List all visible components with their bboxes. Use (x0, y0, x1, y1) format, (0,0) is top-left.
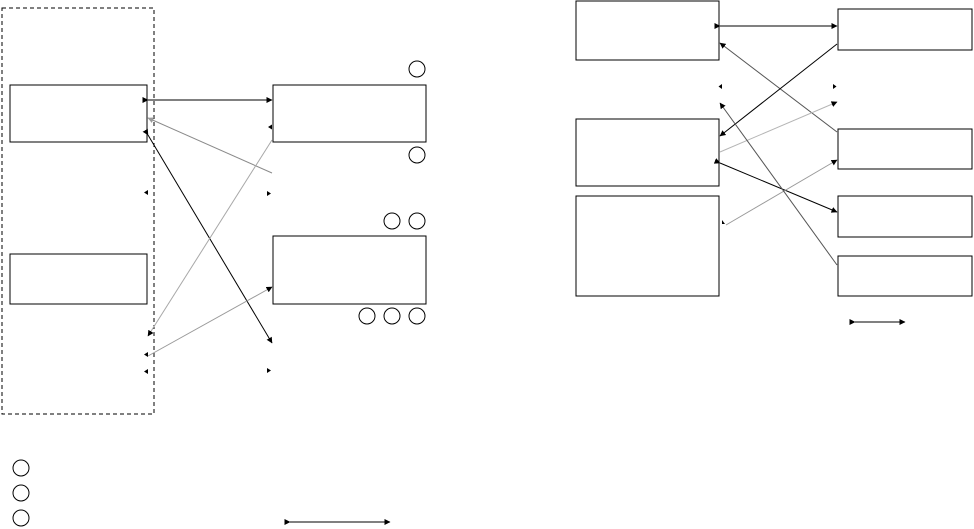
port-marker (718, 84, 722, 89)
marker-circle (383, 307, 401, 325)
connector-arrow (713, 158, 838, 213)
upper-mid-box (272, 84, 427, 143)
connector-arrow (719, 102, 838, 266)
legend-circle (12, 484, 30, 502)
right-mid-left-box (575, 118, 720, 187)
marker-circle (408, 307, 426, 325)
connector-arrow (719, 43, 838, 137)
lower-left-box (9, 253, 148, 305)
marker-circle (408, 212, 426, 230)
port-marker (144, 190, 148, 195)
right-third-right-box (837, 195, 973, 238)
port-marker (722, 220, 725, 224)
right-top-right-box (837, 8, 973, 51)
connector-arrow (719, 42, 838, 133)
dashed-group-frame (1, 7, 155, 415)
connector-arrow (147, 117, 273, 174)
right-fourth-right-box (837, 255, 973, 297)
connector-arrow (725, 159, 838, 226)
port-marker (833, 84, 837, 89)
marker-circle (358, 307, 376, 325)
connector-arrow (719, 101, 838, 153)
right-second-right-box (837, 128, 973, 170)
connector-arrow (147, 286, 273, 357)
marker-circle (383, 212, 401, 230)
port-marker (267, 191, 271, 196)
legend-circle (12, 459, 30, 477)
upper-left-box (9, 84, 148, 143)
port-marker (268, 124, 272, 130)
port-marker (144, 352, 148, 357)
port-marker (267, 368, 271, 373)
marker-circle (408, 60, 426, 78)
right-lower-left-box (575, 195, 720, 297)
lower-mid-box (272, 235, 427, 305)
connector-arrow (147, 139, 273, 337)
right-top-left-box (575, 0, 720, 61)
port-marker (144, 369, 148, 374)
connector-arrow (142, 128, 273, 344)
legend-circle (12, 509, 30, 527)
marker-circle (408, 146, 426, 164)
